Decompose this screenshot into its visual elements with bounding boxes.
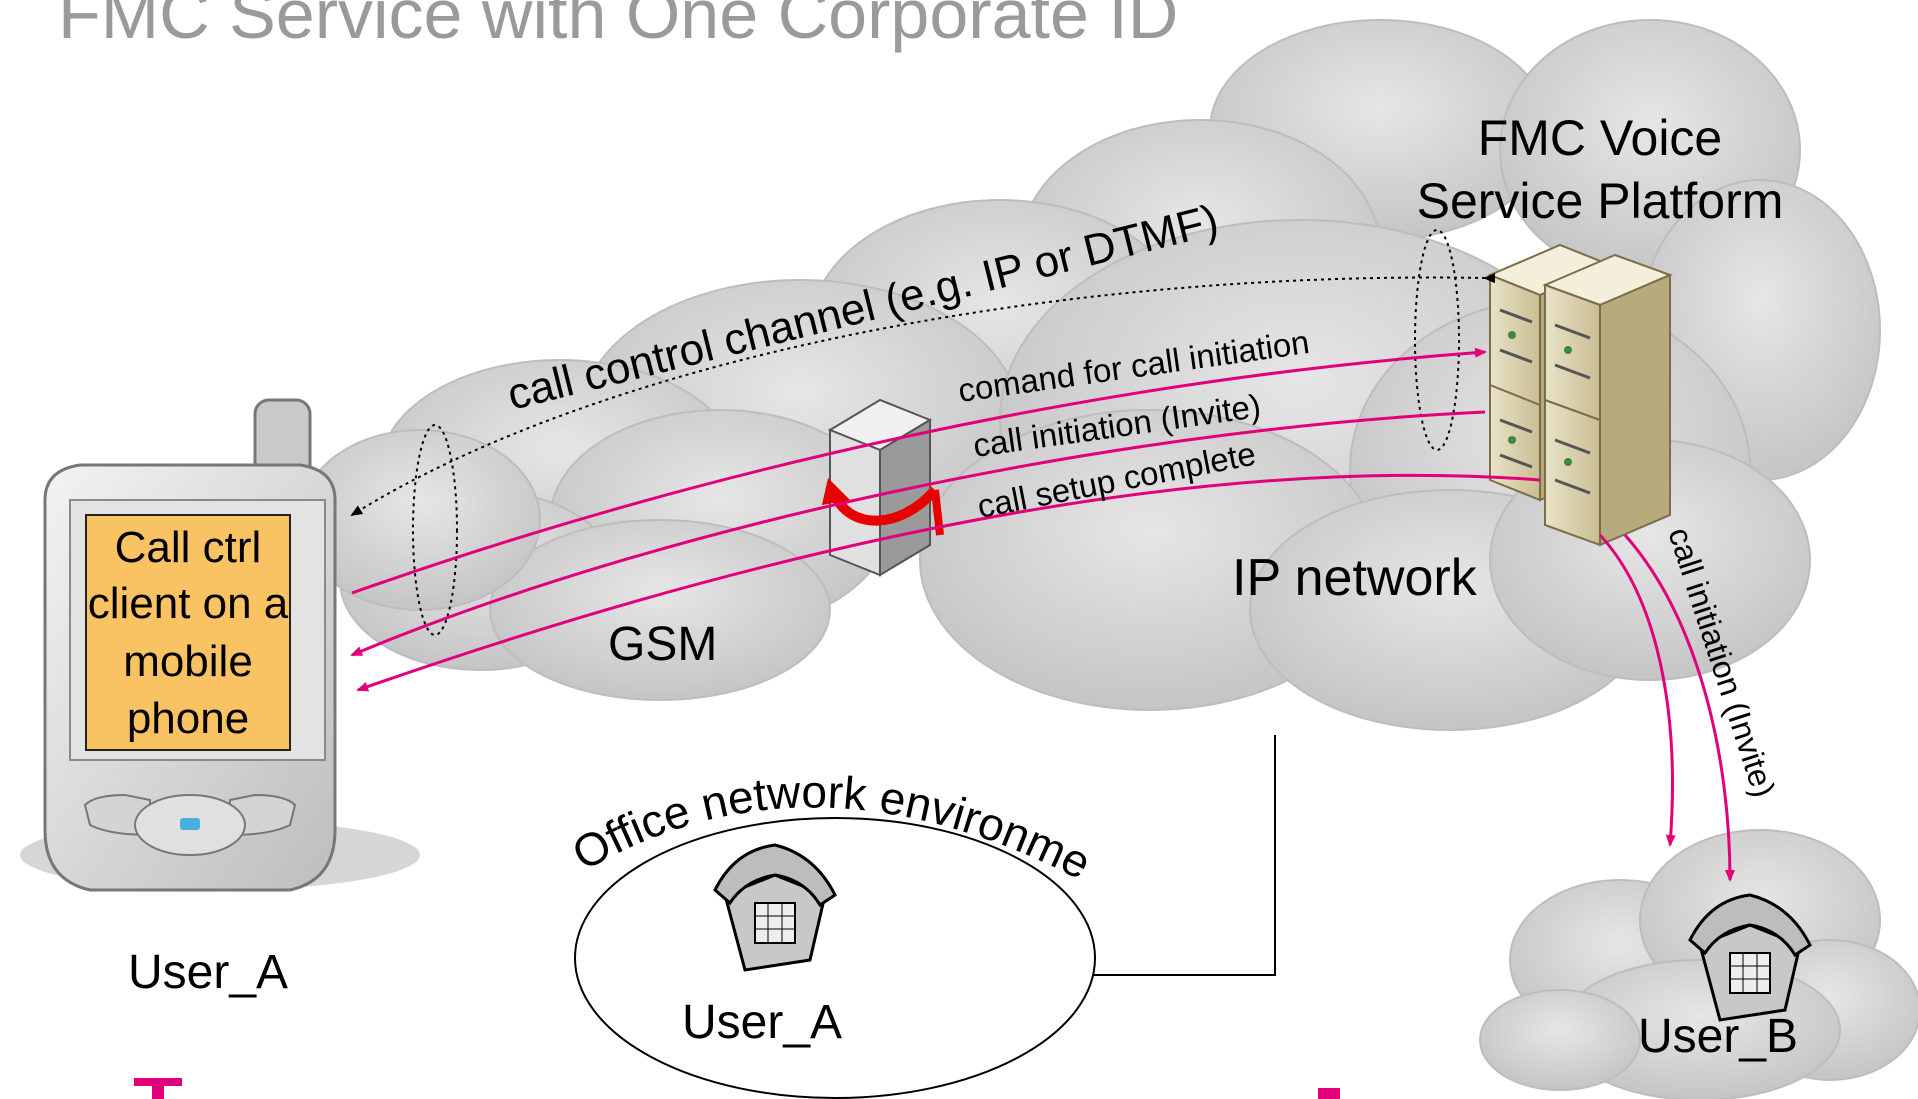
command-arrow [351,347,1487,595]
gsm-label: GSM [608,618,717,671]
remote-user-label: User_B [1638,1010,1798,1063]
remote-invite-arrow-2 [1623,534,1735,882]
t-logo-icon [134,1078,182,1099]
page-title: FMC Service with One Corporate ID [58,0,1179,53]
mobile-screen-line3: mobile [123,637,253,686]
remote-invite-arrow-1 [1598,533,1676,847]
remote-phone-icon [1688,893,1812,1022]
platform-title-line2: Service Platform [1417,173,1784,229]
call-setup-complete-arrow [356,473,1541,692]
mobile-phone-icon [20,398,420,892]
office-user-label: User_A [682,996,842,1049]
mobile-screen-line4: phone [127,694,249,743]
mobile-screen-line2: client on a [88,579,289,628]
platform-title-line1: FMC Voice [1478,110,1723,166]
office-network-ellipse [574,817,1096,1099]
office-link-line [1075,735,1276,976]
mobile-screen-line1: Call ctrl [115,523,262,572]
mobile-screen [85,514,291,751]
mobile-user-label: User_A [128,946,288,999]
ip-network-label: IP network [1232,549,1478,607]
call-initiation-arrow [350,410,1486,657]
brand-accent-icon [1318,1088,1340,1099]
office-phone-icon [713,843,837,972]
server-rack-icon [1487,243,1673,547]
